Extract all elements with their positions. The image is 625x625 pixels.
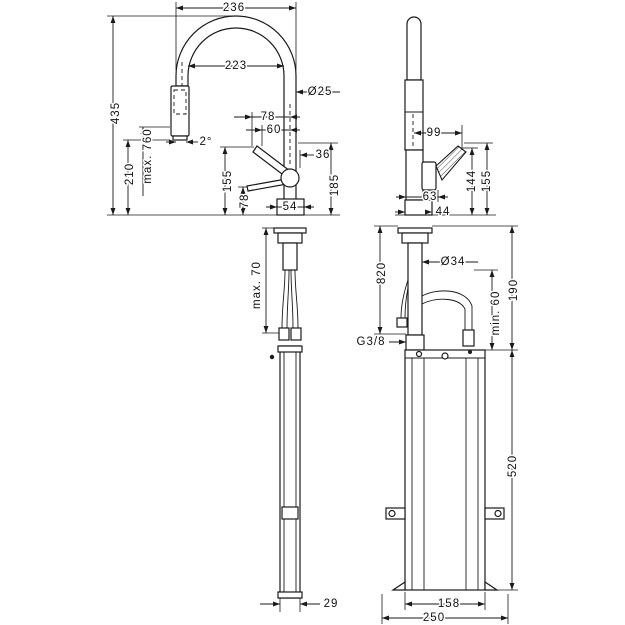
housing-cap [277, 345, 303, 353]
side-pull-out-hose-loop [421, 290, 473, 330]
dimension-label-60: 60 [267, 124, 282, 136]
spray-head-outlet [172, 135, 188, 141]
fixing-point [269, 354, 275, 360]
dimension-label-158: 158 [438, 598, 460, 610]
supply-hose [281, 269, 286, 329]
hose-connector [278, 327, 290, 341]
dimension-label-520: 520 [507, 455, 519, 477]
dimension-label-190: 190 [508, 279, 520, 301]
housing-foot [277, 591, 303, 599]
side-spout-tube [406, 16, 422, 81]
dimension-label-250: 250 [423, 612, 445, 624]
angle-label-2deg: 2° [200, 136, 213, 148]
dimension-label-max-760: max. 760 [142, 128, 154, 183]
dimension-label-78-side: 78 [239, 194, 251, 209]
side-pull-out-hose-loop [421, 298, 466, 330]
side-mounting-nut [401, 232, 429, 244]
mounting-nut [277, 232, 303, 244]
side-spray-head [404, 79, 424, 151]
dimension-label-63: 63 [423, 191, 438, 203]
dimension-label-236: 236 [223, 2, 245, 14]
dimension-label-36: 36 [316, 149, 331, 161]
side-hose-connector-left [396, 317, 408, 328]
spout [175, 15, 297, 201]
thread-label-g3-8: G3/8 [357, 336, 386, 348]
bracket-screw [388, 509, 396, 518]
dimension-label-78-top: 78 [261, 111, 276, 123]
side-view: 99 144 155 63 44 820 Ø34 190 min. 60 G3/… [355, 16, 522, 625]
side-supply-hose-left [400, 279, 409, 319]
box-fixing-hole [415, 350, 423, 358]
dimension-label-223: 223 [225, 60, 247, 72]
box-fixing-hole [441, 352, 449, 360]
dimension-label-min-60: min. 60 [490, 291, 502, 336]
mounting-shank [282, 242, 298, 271]
dimension-label-820: 820 [376, 262, 388, 284]
side-shank-fitting [405, 334, 425, 351]
hose-weight-housing [279, 345, 301, 599]
dimension-label-29: 29 [324, 598, 339, 610]
dimension-label-144: 144 [466, 170, 478, 192]
hose-connector [290, 327, 302, 341]
dimension-label-99: 99 [427, 127, 442, 139]
side-mounting-shank [407, 242, 423, 336]
dimension-label-54: 54 [283, 201, 298, 213]
mounting-washer [273, 227, 307, 234]
dimension-label-210: 210 [124, 163, 136, 185]
side-hose-connector-right [462, 329, 475, 347]
side-lever-handle [435, 145, 467, 182]
dimension-label-d25: Ø25 [308, 86, 333, 98]
dimension-label-155: 155 [222, 170, 234, 192]
bracket-screw [494, 509, 502, 518]
dimension-label-185: 185 [329, 174, 341, 196]
spray-head-hidden-outline [173, 89, 187, 115]
box-foot-right [484, 580, 499, 591]
side-tap-body [405, 149, 424, 201]
side-supply-hose-left [404, 287, 409, 319]
lever-hub [280, 168, 300, 188]
dimension-label-44: 44 [436, 206, 451, 218]
front-view: 236 223 Ø25 78 60 2° 435 210 max. 760 15… [107, 1, 343, 612]
housing-clip [281, 506, 299, 520]
supply-hose [294, 269, 299, 329]
box-foot-left [391, 580, 406, 591]
box-fixing-hole [468, 350, 472, 354]
dimension-label-d34: Ø34 [441, 256, 466, 268]
dimension-label-155-side: 155 [481, 170, 493, 192]
supply-hose [286, 269, 290, 329]
supply-hose [290, 269, 294, 329]
side-mounting-washer [397, 227, 433, 234]
side-lever-hub [421, 161, 437, 191]
hose-weight-box [404, 349, 486, 591]
dimension-label-435: 435 [110, 102, 122, 124]
dimension-label-max-70: max. 70 [251, 261, 263, 309]
